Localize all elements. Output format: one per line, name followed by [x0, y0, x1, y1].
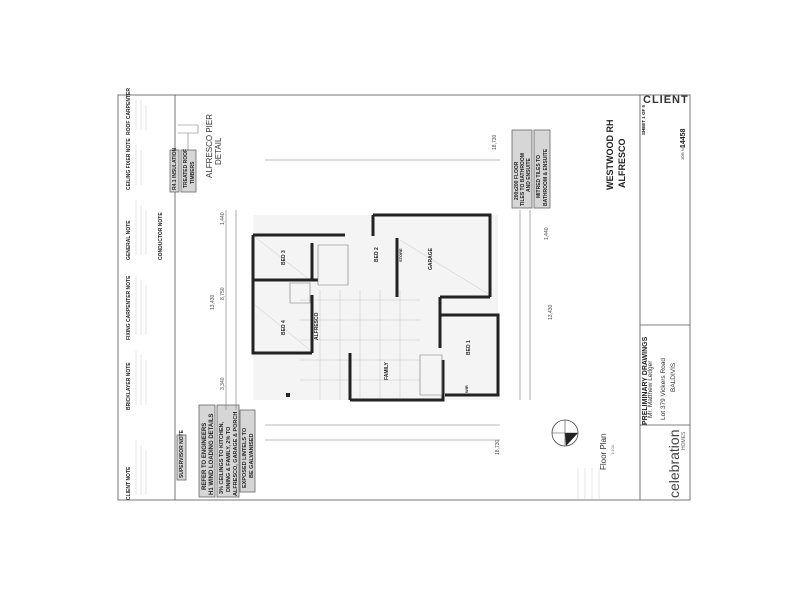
insulation-note: R4.1 INSULATION [172, 147, 178, 190]
dim-8750: 8,750 [220, 287, 226, 300]
bricklayer-note-heading: BRICKLAYER NOTE [126, 362, 132, 410]
room-bed3: BED 3 [281, 250, 287, 265]
fixing-carpenter-note-heading: FIXING CARPENTER NOTE [126, 275, 132, 340]
dim-overall-length-top: 18,730 [492, 134, 498, 150]
mitred-tiles-line1: MITRED TILES TO [536, 155, 542, 198]
engineers-box [198, 404, 216, 498]
roof-carpenter-note-heading: ROOF CARPENTER [126, 88, 132, 135]
pier-detail-line1: ALFRESCO PIER [205, 114, 214, 178]
room-wir: WIR [464, 385, 469, 393]
floor-tiles-line2: TILES TO BATHROOM [520, 153, 526, 206]
address-line2: BALDIVIS [670, 362, 677, 392]
dim-1440: 1,440 [220, 212, 226, 225]
brand-sub: HOMES [681, 431, 687, 450]
title-block: WESTWOOD RH ALFRESCO SHEET 1 OF 5 JOB NO… [551, 104, 687, 500]
dim-overall-width-right: 13,430 [548, 304, 554, 320]
pier-detail-line2: DETAIL [214, 137, 223, 165]
lintels-line2: BE GALVANISED [249, 434, 255, 478]
sheet-number: SHEET 1 OF 5 [641, 104, 646, 135]
insulation-box [169, 149, 180, 193]
note-lines [135, 100, 147, 495]
room-store: STORE [398, 248, 403, 262]
room-alfresco: ALFRESCO [314, 312, 320, 340]
drawing-title-line2: ALFRESCO [617, 139, 627, 189]
room-garage: GARAGE [428, 247, 434, 270]
treated-timbers-line2: TIMBERS [190, 161, 196, 184]
client-note-heading: CLIENT NOTE [126, 466, 132, 500]
floor-plan-title: Floor Plan [599, 434, 608, 470]
drawing-title-line1: WESTWOOD RH [605, 120, 615, 191]
job-number: 14458 [680, 128, 687, 148]
dim-overall-width: 13,430 [210, 294, 216, 310]
mitred-tiles-callout [533, 129, 551, 209]
drawing-scale: 1:100 [610, 444, 615, 455]
ceilings-line3: ALFRESCO, GARAGE & PORCH [233, 412, 239, 496]
ceilings-line2: DINING & FAMILY, 2% TO [226, 426, 232, 492]
engineers-line2: H1 WIND LOADING DETAILS [209, 413, 215, 495]
lintels-box [239, 409, 256, 493]
mitred-tiles-line2: BATHROOM & ENSUITE [543, 148, 549, 206]
dimension-lines: 13,430 8,750 3,340 1,440 18,730 18,730 1… [210, 134, 554, 455]
floor-tiles-line1: 200x200 FLOOR [514, 161, 520, 200]
pier-detail-sketch [178, 124, 199, 151]
general-note-heading: GENERAL NOTE [126, 220, 132, 260]
client-stamp: CLIENT [643, 94, 689, 106]
ceiling-fixer-note-heading: CEILING FIXER NOTE [126, 138, 132, 190]
room-bed2: BED 2 [374, 247, 380, 262]
job-no-label: JOB NO [680, 145, 685, 160]
ceilings-box [216, 404, 240, 498]
room-family: FAMILY [384, 361, 390, 380]
supervisor-note-box [176, 434, 187, 481]
signature-lines [577, 468, 600, 500]
dim-3340: 3,340 [220, 377, 226, 390]
brand-logo: celebration [666, 430, 682, 499]
lintels-line1: EXPOSED LINTELS TO [242, 427, 248, 488]
treated-timbers-box [180, 149, 197, 193]
dim-overall-length-bottom: 18,730 [495, 439, 501, 455]
north-arrow-icon [551, 419, 579, 447]
notes-panel: CLIENT NOTE BRICKLAYER NOTE FIXING CARPE… [126, 88, 256, 500]
room-bed4: BED 4 [281, 320, 287, 335]
floor-tiles-line3: AND ENSUITE [526, 157, 532, 192]
engineers-line1: REFER TO ENGINEERS [202, 423, 208, 490]
status-preliminary: PRELIMINARY DRAWINGS [642, 336, 649, 425]
room-labels: BED 3 BED 4 BED 2 GARAGE ALFRESCO FAMILY… [281, 247, 472, 393]
ceilings-line1: 3% CEILINGS TO KITCHEN, [219, 422, 225, 494]
floor-tiles-callout [511, 129, 533, 209]
address-line1: Lot 379 Vickers Road [660, 358, 667, 420]
client-name: Mr. Matthew Ledger [647, 360, 654, 418]
treated-timbers-line1: TREATED ROOF [183, 149, 189, 188]
conductor-note-heading: CONDUCTOR NOTE [158, 212, 164, 260]
floor-plan [251, 213, 500, 402]
room-bed1: BED 1 [466, 340, 472, 355]
supervisor-note-heading: SUPERVISOR NOTE [179, 429, 185, 478]
dim-1440-right: 1,440 [544, 227, 550, 240]
